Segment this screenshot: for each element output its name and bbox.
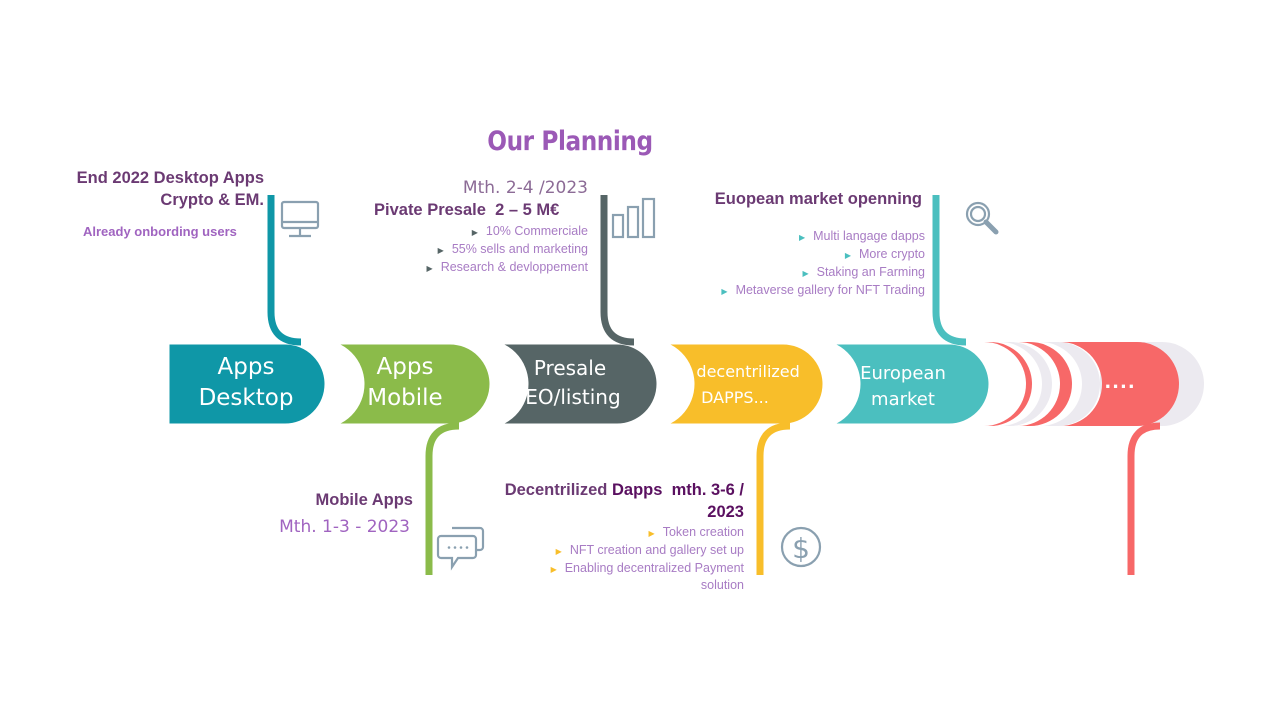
dapps-bullet-text: Enabling decentralized Payment: [564, 561, 744, 575]
european-bullet-text: Staking an Farming: [816, 265, 925, 279]
presale-bullets: ▶10% Commerciale ▶55% sells and marketin…: [380, 223, 588, 277]
segment-european: [815, 339, 994, 429]
desktop-title-line2: Crypto & EM.: [160, 191, 264, 209]
stage-desktop-line2: Desktop: [198, 385, 294, 411]
stage-label-desktop: Apps Desktop: [167, 352, 325, 414]
desktop-title-line1: End 2022 Desktop Apps: [76, 169, 264, 187]
european-bullet-text: Multi langage dapps: [813, 229, 925, 243]
stage-dapps-line2: DAPPS...: [701, 388, 769, 407]
dapps-title-line1: Decentrilized Dapps mth. 3-6 /: [470, 479, 744, 501]
connector-presale: [600, 195, 635, 346]
dapps-milestone-title: Decentrilized Dapps mth. 3-6 / 2023: [470, 479, 744, 523]
european-milestone-title: Euopean market openning: [714, 190, 922, 208]
list-item: solution: [520, 578, 744, 593]
dapps-title-line2: 2023: [707, 503, 744, 521]
stage-label-presale: Presale IEO/listing: [495, 354, 645, 412]
list-item: ▶Metaverse gallery for NFT Trading: [721, 283, 925, 297]
mobile-milestone-date: Mth. 1-3 - 2023: [279, 517, 410, 537]
monitor-icon: [280, 200, 320, 238]
presale-milestone-title: Pivate Presale 2 – 5 M€: [374, 201, 560, 219]
list-item: ▶10% Commerciale: [471, 224, 588, 238]
stage-presale-line2: IEO/listing: [519, 385, 621, 409]
list-item: ▶Enabling decentralized Payment: [550, 561, 744, 575]
tail-shadow-2: [1040, 342, 1100, 426]
list-item: ▶55% sells and marketing: [437, 242, 588, 256]
dapps-bullet-text: Token creation: [662, 525, 744, 539]
dapps-title-rest: Dapps mth. 3-6 /: [607, 481, 744, 499]
european-bullet-text: More crypto: [859, 247, 925, 261]
list-item: ▶Multi langage dapps: [798, 229, 925, 243]
connector-coral: [1127, 422, 1161, 575]
tail-coral-2: [1018, 342, 1072, 426]
segment-presale: [483, 339, 662, 429]
european-bullets: ▶Multi langage dapps ▶More crypto ▶Staki…: [680, 228, 925, 300]
stage-presale-line1: Presale: [533, 356, 607, 380]
european-bullet-text: Metaverse gallery for NFT Trading: [735, 283, 925, 297]
chat-bubbles-icon: [436, 526, 485, 571]
stage-mobile-line1: Apps: [376, 354, 434, 380]
list-item: ▶NFT creation and gallery set up: [555, 543, 744, 557]
presale-milestone-date: Mth. 2-4 /2023: [462, 178, 588, 198]
stage-label-mobile: Apps Mobile: [330, 352, 480, 414]
connector-european: [932, 195, 967, 346]
stage-label-more: ....: [1104, 372, 1136, 393]
stage-dapps-line1: V2 decentrilized: [670, 362, 800, 381]
presale-bullet-text: 10% Commerciale: [485, 224, 588, 238]
stage-european-line2: market: [871, 389, 935, 410]
dapps-bullet-text: NFT creation and gallery set up: [569, 543, 744, 557]
presale-bullet-text: Research & devloppement: [440, 260, 588, 274]
tail-coral-3: [1060, 342, 1179, 426]
desktop-milestone-subtitle: Already onbording users: [83, 224, 237, 239]
desktop-milestone-title: End 2022 Desktop Apps Crypto & EM.: [40, 167, 264, 211]
coral-tail-rings: [984, 342, 1204, 426]
page-title: Our Planning: [487, 126, 653, 157]
connector-dapps: [756, 422, 791, 575]
dollar-icon: [780, 526, 822, 568]
stage-mobile-line2: Mobile: [367, 385, 443, 411]
dapps-bullet-text: solution: [700, 578, 744, 592]
presale-bullet-text: 55% sells and marketing: [451, 242, 588, 256]
connector-desktop: [267, 195, 302, 346]
mobile-milestone-title: Mobile Apps: [315, 491, 413, 509]
dapps-bullets: ▶Token creation ▶NFT creation and galler…: [520, 524, 744, 593]
dapps-title-prefix: Decentrilized: [504, 481, 608, 499]
stage-desktop-line1: Apps: [217, 354, 275, 380]
tail-shadow-1: [1000, 342, 1052, 426]
list-item: ▶Research & devloppement: [426, 260, 588, 274]
list-item: ▶Staking an Farming: [802, 265, 925, 279]
search-icon: [965, 201, 999, 235]
dollar-sign: $: [792, 532, 810, 565]
list-item: ▶More crypto: [844, 247, 925, 261]
list-item: ▶Token creation: [648, 525, 744, 539]
stage-label-dapps: V2 decentrilized DAPPS...: [660, 359, 810, 411]
bar-chart-icon: [611, 197, 656, 239]
stage-european-line1: European: [860, 363, 946, 384]
connector-mobile: [425, 422, 460, 575]
stage-label-european: European market: [828, 361, 978, 413]
